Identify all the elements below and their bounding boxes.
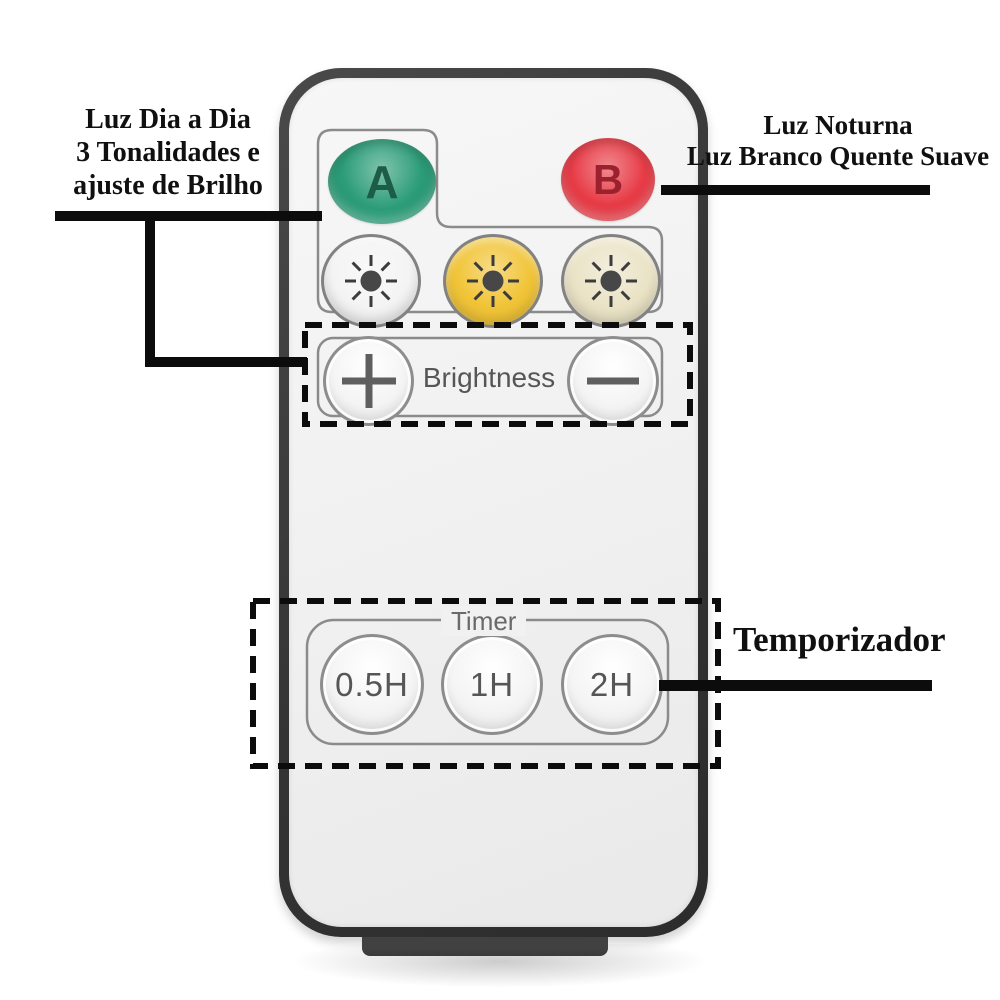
annotation-night-light-line1: Luz Noturna — [763, 110, 913, 140]
callout-line-night-light — [661, 185, 930, 195]
annotation-day-light-line1: Luz Dia a Dia — [85, 104, 251, 135]
annotation-timer: Temporizador — [733, 620, 946, 659]
button-b[interactable]: B — [561, 138, 655, 221]
button-a-label: A — [365, 155, 399, 208]
annotation-day-light-line3: ajuste de Brilho — [73, 170, 263, 201]
annotation-night-light-line2: Luz Branco Quente Suave — [686, 141, 990, 171]
button-a[interactable]: A — [328, 139, 436, 224]
brightness-minus-button[interactable] — [567, 336, 659, 426]
timer-button-1h-label: 1H — [469, 665, 515, 703]
timer-button-05h[interactable]: 0.5H — [320, 634, 424, 735]
sun-icon — [467, 255, 519, 307]
callout-line-timer — [659, 680, 932, 691]
brightness-plus-button[interactable] — [323, 336, 414, 426]
brightness-label: Brightness — [422, 362, 556, 393]
timer-button-2h-label: 2H — [589, 665, 635, 703]
button-b-label: B — [592, 155, 624, 203]
timer-button-1h[interactable]: 1H — [441, 634, 543, 735]
minus-icon — [587, 377, 639, 385]
tone-button-cool-white[interactable] — [321, 234, 421, 328]
callout-line-left-bottom — [145, 357, 307, 367]
timer-button-05h-label: 0.5H — [335, 665, 409, 703]
annotation-day-light-line2: 3 Tonalidades e — [76, 137, 260, 168]
callout-line-left-top — [55, 211, 322, 221]
timer-section-label: Timer — [441, 606, 527, 636]
sun-icon — [585, 255, 637, 307]
tone-button-warm-white[interactable] — [561, 234, 661, 328]
timer-button-2h[interactable]: 2H — [561, 634, 663, 735]
callout-line-left-vertical — [145, 211, 155, 367]
annotation-day-light: Luz Dia a Dia 3 Tonalidades e ajuste de … — [42, 103, 294, 202]
annotation-night-light: Luz Noturna Luz Branco Quente Suave — [685, 110, 991, 172]
plus-icon — [341, 354, 396, 408]
sun-icon — [345, 255, 397, 307]
tone-button-yellow[interactable] — [443, 234, 543, 328]
